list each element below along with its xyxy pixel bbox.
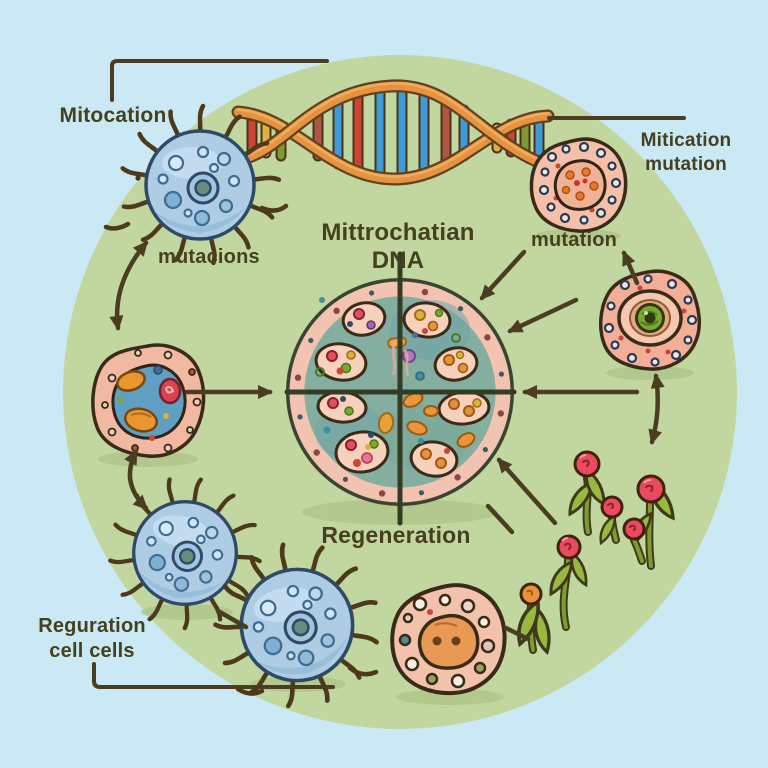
label-mitocation: Mitocation <box>59 104 167 127</box>
arrows <box>109 240 665 642</box>
label-reguration-line1: Reguration <box>38 615 146 637</box>
label-mitication-mutation: Mitication mutation <box>616 129 756 177</box>
arrow-bluecell-pinkcell <box>109 240 149 331</box>
ciliated-blue-cell-bottom-2 <box>202 529 393 721</box>
membrane-dots <box>294 288 505 497</box>
dash-bottomcell-sprouts <box>503 625 531 642</box>
label-regeneration: Regeneration <box>321 522 471 548</box>
label-title: Mittrochatian DNA <box>321 219 475 275</box>
arrow-pinkcell-bottombluecell <box>124 449 149 511</box>
ciliated-blue-cell-top <box>103 106 289 263</box>
arrow-eyecell-sprouts <box>648 373 665 445</box>
berry-sprouts-bottom-right <box>512 450 681 656</box>
label-reguration-cells: Reguration cell cells <box>22 614 162 664</box>
green-eye-cell-right <box>599 269 701 371</box>
label-mutacions: mutacions <box>158 246 260 268</box>
dna-helix-icon <box>231 79 555 186</box>
dash-between-blue-cells <box>215 608 249 630</box>
central-quadrant-cell <box>284 251 517 526</box>
arrow-eyecell-mutationcell <box>621 250 640 286</box>
label-mitication-line2: mutation <box>645 154 727 175</box>
arrow-mutation-center-1 <box>479 249 527 301</box>
label-mitication-line1: Mitication <box>640 130 732 151</box>
bracket-top-left <box>110 59 329 102</box>
pink-blue-cytoplasm-cell-left <box>91 343 206 458</box>
arrow-mutation-center-2 <box>507 297 579 334</box>
label-mutation: mutation <box>531 229 618 251</box>
bracket-bottom-left <box>92 662 335 689</box>
pink-nucleus-cell-bottom <box>390 583 507 696</box>
pink-spotted-cell-top-right <box>529 137 628 233</box>
arrow-sprouts-center <box>496 457 558 526</box>
label-reguration-line2: cell cells <box>49 640 135 662</box>
dash-below-center <box>485 503 515 535</box>
